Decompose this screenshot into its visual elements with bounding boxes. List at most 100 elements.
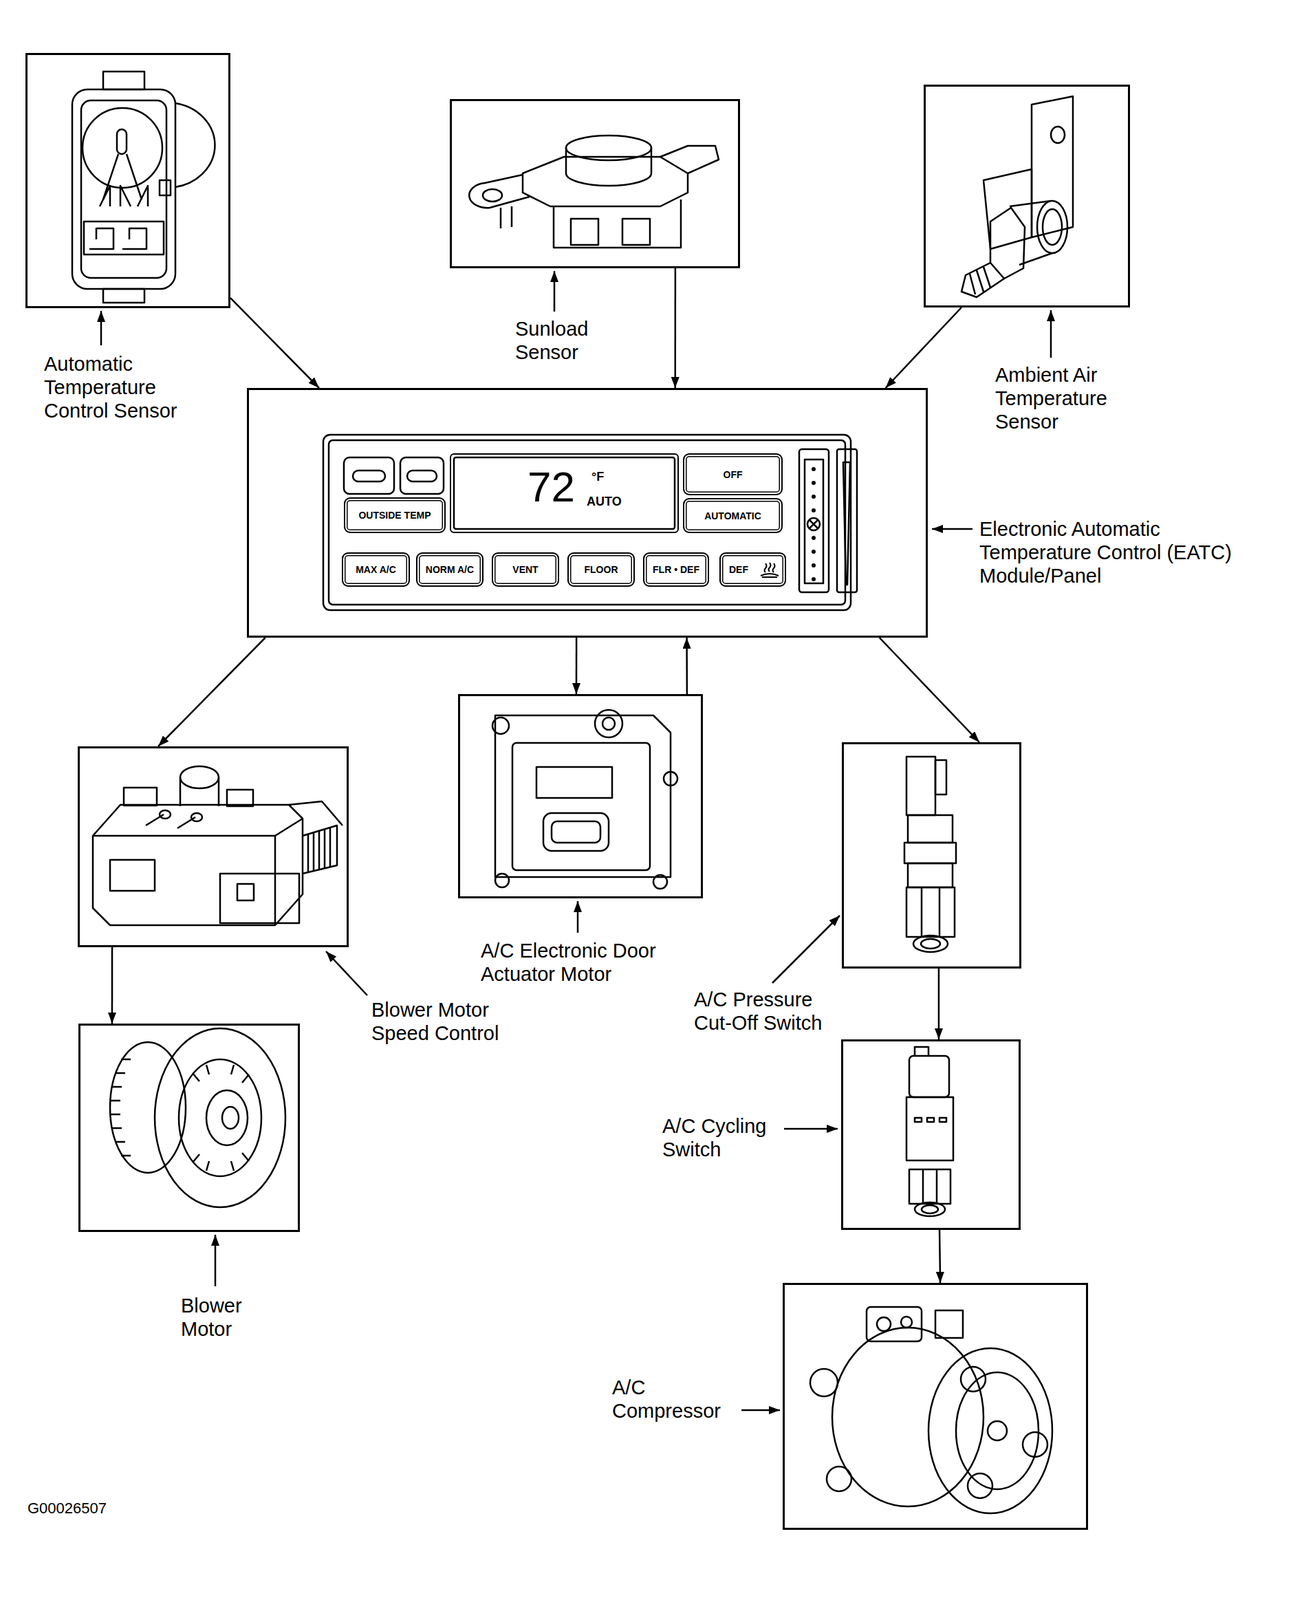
control-panel-drawing [804,459,824,584]
temperature-sensor-drawing [72,89,176,289]
speed-control-drawing [191,812,203,822]
temperature-sensor-drawing [89,228,147,249]
button-label: MAX A/C [355,563,397,575]
button-label: DEF [729,563,749,575]
control-panel-drawing [328,440,846,605]
temperature-sensor-drawing [103,288,145,303]
speed-control-drawing [123,787,157,806]
speed-control-drawing [180,777,219,807]
control-panel-drawing [453,457,675,529]
pressure-switch-drawing [907,815,953,843]
door-actuator-drawing [492,709,678,889]
speed-control-drawing [92,804,303,926]
component-label: Blower Motor Speed Control [371,997,520,1045]
leader-line [1050,310,1053,358]
door-actuator-drawing [495,873,509,888]
control-panel-drawing [400,457,444,494]
compressor-drawing [935,1310,963,1338]
speed-control-drawing [288,801,343,826]
door-actuator-drawing [492,717,509,734]
door-actuator-drawing [663,771,678,786]
ambient-sensor-drawing [1050,126,1065,144]
compressor-drawing [826,1466,852,1492]
temperature-sensor-drawing [175,103,215,188]
cycling-switch-drawing [921,1204,939,1214]
compressor-drawing [876,1317,891,1331]
temperature-sensor-drawing [72,71,215,303]
cycling-switch-drawing [914,1117,922,1122]
line-art [72,71,1073,1514]
compressor-drawing [810,1368,838,1397]
component-label: Blower Motor [180,1293,264,1341]
leader-line [577,900,580,933]
ambient-sensor-drawing [961,96,1073,298]
leader-line [741,1409,780,1412]
control-panel-drawing [323,434,851,611]
sunload-sensor-drawing [566,147,652,186]
pressure-switch-drawing [907,863,953,888]
ambient-sensor-drawing [1042,209,1062,245]
control-panel-drawing [837,449,857,593]
panel-button: FLOOR [567,552,635,587]
cycling-switch-drawing [909,1169,951,1204]
compressor-drawing [1022,1431,1048,1457]
signal-arrow [230,297,320,388]
leader-line [553,270,556,312]
control-panel-drawing [352,470,386,482]
signal-arrow [111,947,114,1024]
button-label: VENT [512,563,538,575]
component-box: A/C Electronic Door Actuator Motor [458,693,703,899]
pressure-switch-drawing [904,842,956,864]
sunload-sensor-drawing [469,135,719,248]
component-box: Automatic Temperature Control Sensor [25,52,231,309]
blower-motor-drawing [206,1090,248,1146]
sunload-sensor-drawing [469,174,530,208]
component-box: Sunload Sensor [449,99,741,269]
blower-motor-drawing [192,1064,249,1171]
component-box: Blower Motor [78,1023,300,1232]
speed-control-drawing [302,825,338,874]
door-actuator-drawing [543,812,609,851]
panel-button: DEF [719,552,787,587]
pressure-switch-drawing [904,756,956,952]
pressure-switch-drawing [906,887,955,937]
component-label: Electronic Automatic Temperature Control… [979,517,1255,588]
panel-button: NORM A/C [416,552,484,587]
control-panel-drawing [811,535,816,540]
component-box: Ambient Air Temperature Sensor [923,84,1130,308]
panel-button: VENT [491,552,560,587]
temperature-sensor-drawing [99,185,148,207]
leader-line [101,270,1051,1410]
leader-line [100,310,103,346]
display-readout: AUTO [586,494,622,509]
pressure-switch-drawing [935,759,947,795]
compressor-drawing [928,1348,1053,1514]
temperature-sensor-drawing [103,154,142,200]
component-label: A/C Compressor [612,1375,730,1423]
button-label: NORM A/C [425,563,474,575]
speed-control-drawing [308,828,331,873]
cycling-switch-drawing [906,1096,954,1161]
control-panel-drawing [343,457,395,494]
speed-control-drawing [220,873,300,923]
temperature-sensor-drawing [83,221,164,255]
sunload-sensor-drawing [553,199,681,248]
control-panel-drawing [811,508,816,513]
blower-motor-drawing [222,1106,239,1129]
control-panel-drawing [323,434,857,611]
compressor-drawing [810,1306,1053,1514]
compressor-drawing [900,1316,912,1328]
speed-control-drawing [159,810,171,819]
signal-arrow [685,637,688,694]
cycling-switch-drawing [939,1117,947,1122]
component-box: A/C Pressure Cut-Off Switch [841,742,1022,969]
signal-arrow [938,968,941,1040]
blower-motor-drawing [178,1059,262,1177]
component-box: Blower Motor Speed Control [77,746,349,948]
control-panel-drawing [799,449,829,593]
signal-arrow [885,307,962,388]
display-readout: °F [591,469,604,484]
leader-line [214,1234,217,1287]
